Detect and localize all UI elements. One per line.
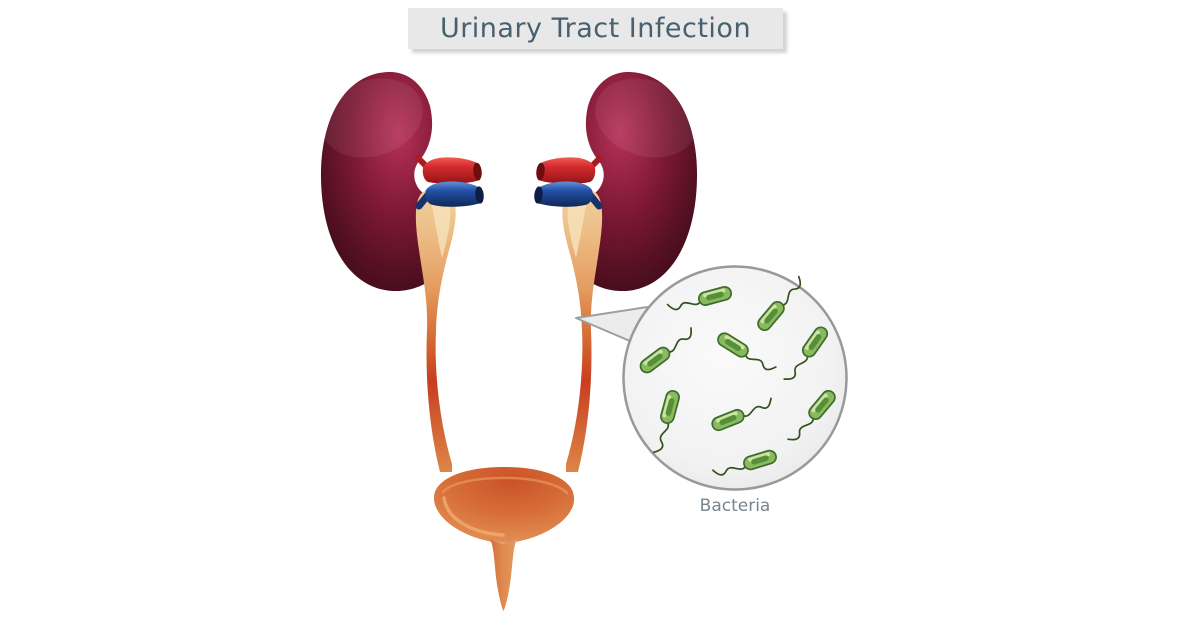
magnifier-callout xyxy=(575,265,848,491)
title-banner: Urinary Tract Infection xyxy=(408,8,783,49)
bladder xyxy=(433,467,575,611)
bladder-rim-highlight xyxy=(442,496,505,537)
bacteria-label: Bacteria xyxy=(699,496,771,516)
magnifier-circle xyxy=(622,265,848,491)
bladder-top-highlight xyxy=(441,476,569,495)
page-title: Urinary Tract Infection xyxy=(439,13,752,44)
left-kidney-unit xyxy=(311,66,485,472)
urethra xyxy=(489,538,518,611)
bladder-body xyxy=(433,467,575,543)
